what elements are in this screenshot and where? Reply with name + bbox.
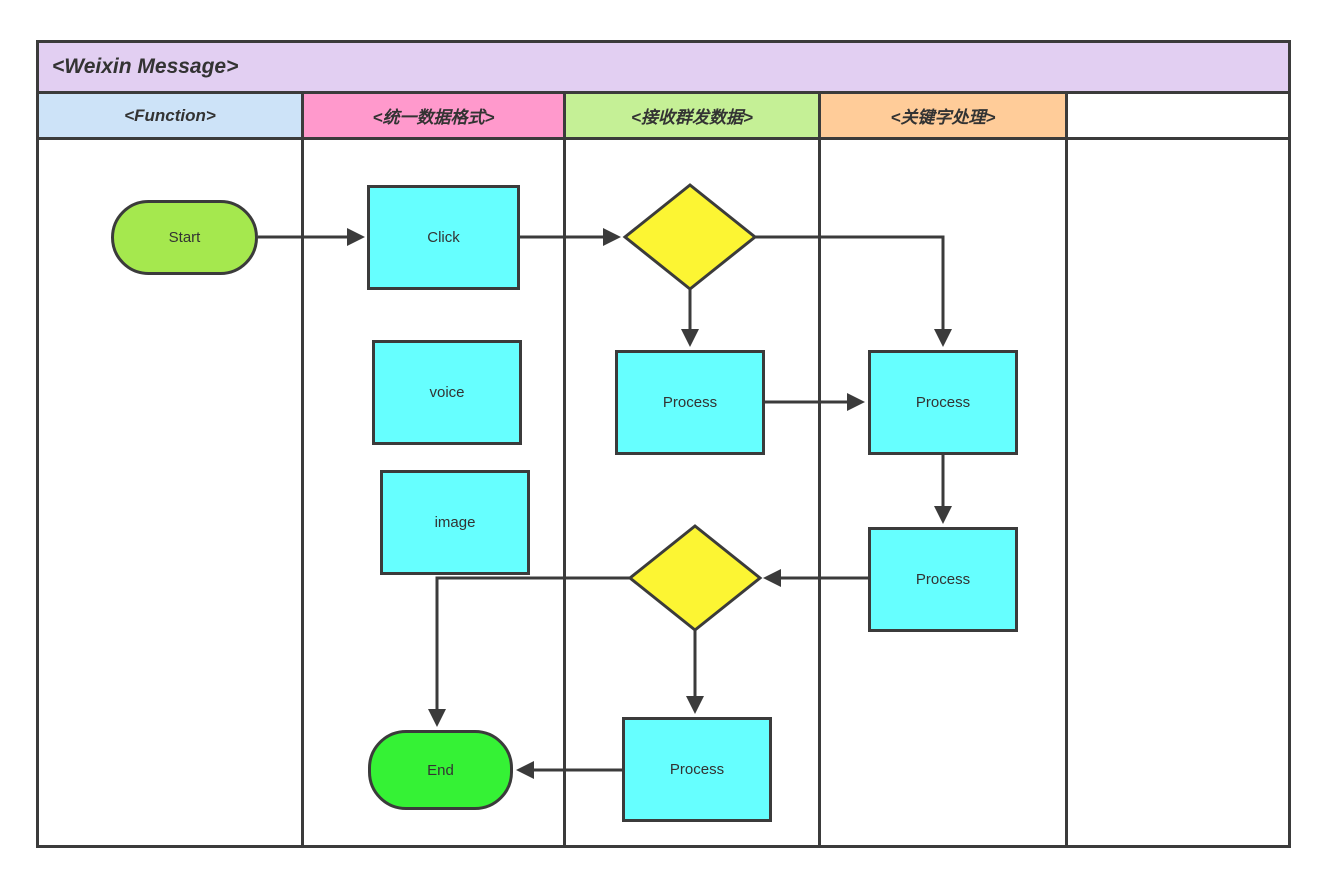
- node-click[interactable]: Click: [367, 185, 520, 290]
- lane-divider-4: [1065, 140, 1068, 845]
- node-label: Process: [662, 394, 718, 411]
- lane-header-empty: [1068, 94, 1288, 140]
- lane-divider-3: [818, 140, 821, 845]
- node-label: voice: [429, 384, 465, 401]
- node-process-receive-2[interactable]: Process: [622, 717, 772, 822]
- decision-node-2[interactable]: [627, 524, 763, 632]
- node-image[interactable]: image: [380, 470, 530, 575]
- node-start[interactable]: Start: [111, 200, 258, 275]
- lane-divider-1: [301, 140, 304, 845]
- swimlane-pool: <Weixin Message> <Function> <统一数据格式> <接收…: [36, 40, 1291, 848]
- node-label: Process: [915, 571, 971, 588]
- node-process-keyword-2[interactable]: Process: [868, 527, 1018, 632]
- node-process-receive-1[interactable]: Process: [615, 350, 765, 455]
- lane-divider-2: [563, 140, 566, 845]
- node-label: Start: [168, 229, 201, 246]
- decision-node-1[interactable]: [622, 183, 758, 291]
- edge-decision1-to-process-keyword1: [755, 235, 952, 347]
- pool-title: <Weixin Message>: [39, 43, 1288, 94]
- node-label: Process: [669, 761, 725, 778]
- lane-header-row: <Function> <统一数据格式> <接收群发数据> <关键字处理>: [39, 94, 1288, 140]
- node-process-keyword-1[interactable]: Process: [868, 350, 1018, 455]
- node-label: Process: [915, 394, 971, 411]
- lane-header-unified-data-format: <统一数据格式>: [304, 94, 566, 140]
- lane-header-function: <Function>: [39, 94, 304, 140]
- lane-header-keyword-processing: <关键字处理>: [821, 94, 1068, 140]
- node-label: Click: [427, 229, 460, 246]
- node-label: image: [434, 514, 476, 531]
- node-voice[interactable]: voice: [372, 340, 522, 445]
- lane-header-receive-broadcast-data: <接收群发数据>: [566, 94, 821, 140]
- node-end[interactable]: End: [368, 730, 513, 810]
- node-label: End: [427, 761, 454, 779]
- edge-decision2-to-end: [428, 576, 630, 727]
